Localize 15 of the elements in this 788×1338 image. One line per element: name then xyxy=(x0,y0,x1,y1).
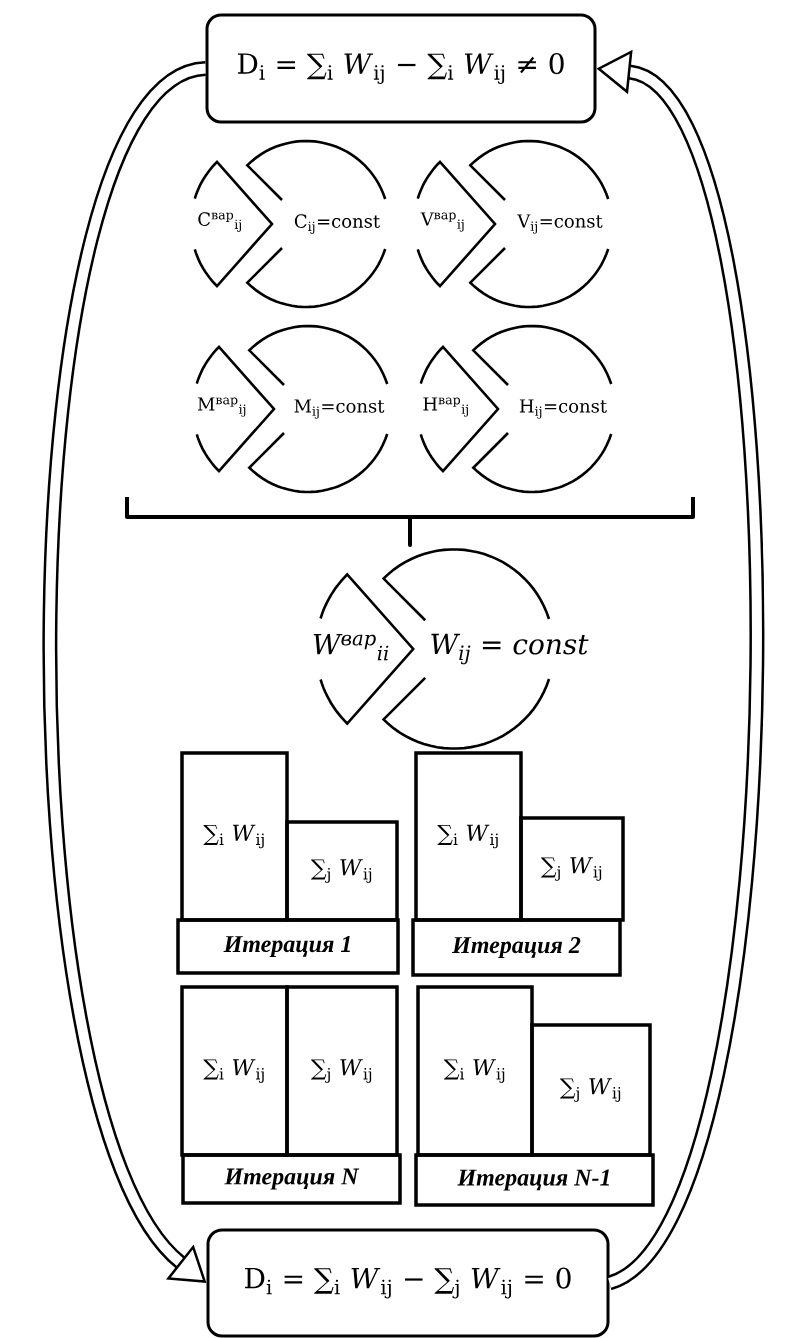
sum-box: ∑$_{i}$ W$_{ij}$ xyxy=(416,985,534,1157)
sum-box: ∑$_{j}$ W$_{ij}$ xyxy=(519,816,625,922)
iteration-label-box: Итерация N xyxy=(181,1153,402,1205)
sum-box: ∑$_{i}$ W$_{ij}$ xyxy=(180,751,289,922)
iteration-label-box: Итерация N-1 xyxy=(414,1153,655,1207)
sum-box: ∑$_{j}$ W$_{ij}$ xyxy=(530,1023,652,1157)
iteration-label-box: Итерация 1 xyxy=(176,918,400,975)
formula-box: D$_{i}$ = ∑$_{i}$ W$_{ij}$ − ∑$_{j}$ W$_{ij}$ = 0 xyxy=(206,1228,610,1338)
curved-block-arrow xyxy=(42,61,209,1283)
sum-box: ∑$_{i}$ W$_{ij}$ xyxy=(180,985,289,1157)
iteration-label-box: Итерация 2 xyxy=(411,918,622,977)
sum-box: ∑$_{j}$ W$_{ij}$ xyxy=(285,820,399,922)
formula-box: D$_{i}$ = ∑$_{i}$ W$_{ij}$ − ∑$_{i}$ W$_{ij}$ ≠ 0 xyxy=(205,13,597,124)
sum-box: ∑$_{i}$ W$_{ij}$ xyxy=(414,751,523,922)
sum-box: ∑$_{j}$ W$_{ij}$ xyxy=(285,985,399,1157)
